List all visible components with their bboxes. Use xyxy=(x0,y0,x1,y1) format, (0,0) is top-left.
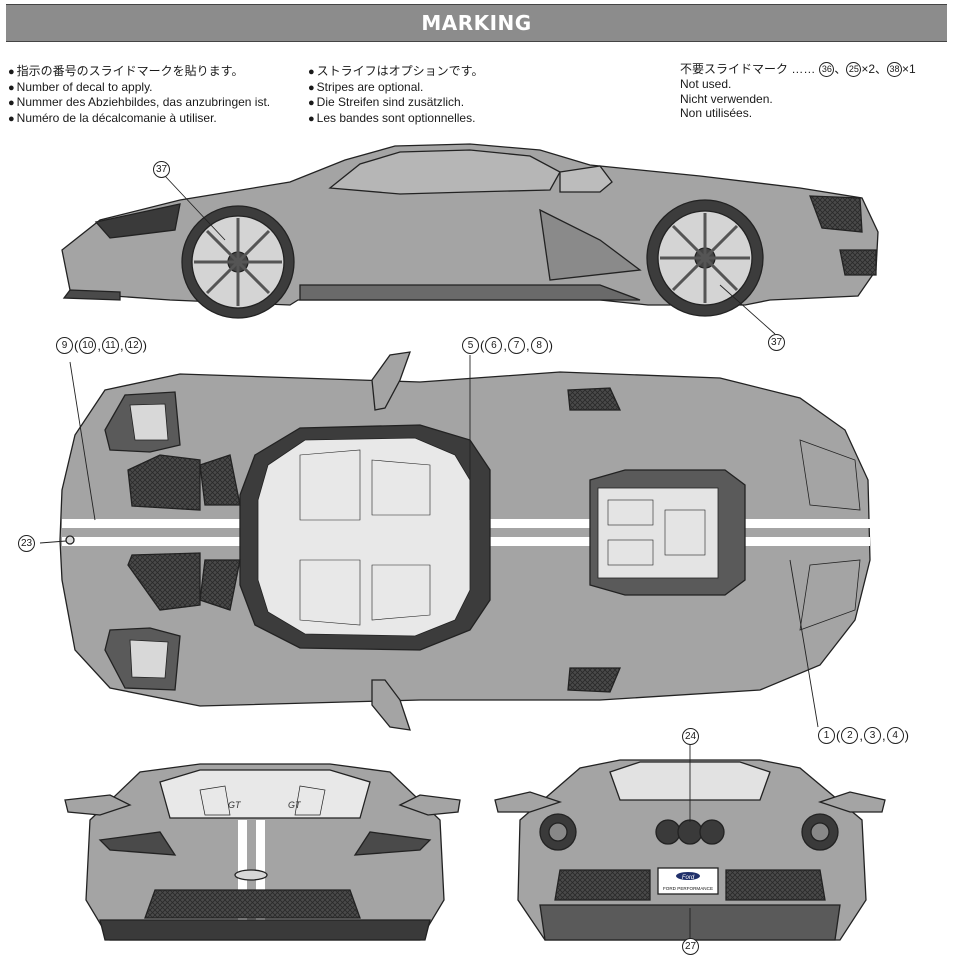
decal-number-badge: 6 xyxy=(485,337,503,354)
stripe-note-jp: ストライフはオプションです。 xyxy=(308,64,484,80)
page-title: MARKING xyxy=(421,11,532,35)
marking-header-bar: MARKING xyxy=(6,4,947,42)
side-rocker xyxy=(299,284,641,301)
decal-number-badge: 25 xyxy=(846,62,862,77)
rear-mirror-right xyxy=(817,791,886,813)
top-mirror-lower xyxy=(371,679,411,731)
decal-number-badge: 12 xyxy=(124,337,142,354)
callout-rear-upper: 24 xyxy=(682,728,699,745)
side-window xyxy=(328,149,561,195)
instruction-jp: 指示の番号のスライドマークを貼ります。 xyxy=(8,64,270,80)
decal-number-badge: 3 xyxy=(863,727,881,744)
callout-top-stripe: 5 ( 6 , 7 , 8 ) xyxy=(462,337,554,354)
decal-number-badge: 23 xyxy=(18,535,35,552)
top-badge-dot xyxy=(65,535,75,545)
instruction-fr: Numéro de la décalcomanie à utiliser. xyxy=(8,111,270,127)
unused-suffix: 、 xyxy=(834,62,847,77)
seat-logo-right: GT xyxy=(288,800,302,810)
unused-note-de: Nicht verwenden. xyxy=(680,91,773,106)
front-windshield xyxy=(159,769,371,819)
decal-number-badge: 36 xyxy=(819,62,835,77)
front-stripe-left xyxy=(238,820,247,940)
decal-number-badge: 37 xyxy=(768,334,785,351)
rear-exhaust-center xyxy=(677,819,703,845)
decal-number-badge: 4 xyxy=(886,727,904,744)
front-ford-badge xyxy=(234,869,268,881)
unused-decal-list: 不要スライドマーク …… 36 、 25 ×2、 38 ×1 xyxy=(680,62,916,77)
callout-rear-lower: 27 xyxy=(682,938,699,955)
decal-number-badge: 10 xyxy=(79,337,97,354)
callout-top-badge: 23 xyxy=(18,535,35,552)
top-view xyxy=(59,351,871,731)
rear-exhaust-left xyxy=(655,819,681,845)
decal-instructions: 指示の番号のスライドマークを貼ります。 Number of decal to a… xyxy=(8,64,270,126)
front-mirror-left xyxy=(64,794,132,816)
decal-number-badge: 7 xyxy=(507,337,525,354)
decal-number-badge: 1 xyxy=(818,727,835,744)
stripe-note-fr: Les bandes sont optionnelles. xyxy=(308,111,483,127)
front-stripe-right xyxy=(256,820,265,940)
callout-side-front-wheel: 37 xyxy=(153,161,170,178)
side-view xyxy=(61,143,879,319)
unused-suffix: ×1 xyxy=(902,62,916,77)
decal-number-badge: 37 xyxy=(153,161,170,178)
decal-number-badge: 2 xyxy=(841,727,859,744)
callout-side-rear-wheel: 37 xyxy=(768,334,785,351)
instruction-de: Nummer des Abziehbildes, das anzubringen… xyxy=(8,95,270,111)
front-view xyxy=(64,763,461,941)
top-mesh-inlet xyxy=(127,454,201,511)
decal-number-badge: 38 xyxy=(887,62,903,77)
unused-decals: 不要スライドマーク …… 36 、 25 ×2、 38 ×1 Not used.… xyxy=(680,62,916,121)
unused-note-en: Not used. xyxy=(680,77,732,91)
seat-logo-left: GT xyxy=(228,800,242,810)
unused-note-fr: Non utilisées. xyxy=(680,106,753,120)
decal-number-badge: 8 xyxy=(530,337,548,354)
callout-top-rear: 1 ( 2 , 3 , 4 ) xyxy=(818,727,910,744)
front-headlight-right xyxy=(353,831,432,856)
stripe-instructions: ストライフはオプションです。 Stripes are optional. Die… xyxy=(308,64,484,127)
decal-number-badge: 5 xyxy=(462,337,479,354)
stripe-note-en: Stripes are optional. xyxy=(308,80,483,96)
rear-mirror-left xyxy=(494,791,563,813)
rear-ford-badge-text: Ford xyxy=(682,875,695,881)
decal-number-badge: 9 xyxy=(56,337,73,354)
front-grille xyxy=(144,889,361,919)
rear-diffuser xyxy=(554,869,826,901)
front-mirror-right xyxy=(398,794,461,816)
side-air-inlet xyxy=(539,208,642,281)
decal-number-badge: 24 xyxy=(682,728,699,745)
top-mirror-upper xyxy=(371,351,411,411)
callout-top-nose: 9 ( 10 , 11 , 12 ) xyxy=(56,337,148,354)
decal-number-badge: 27 xyxy=(682,938,699,955)
instruction-en: Number of decal to apply. xyxy=(8,80,270,96)
rear-exhaust-right xyxy=(699,819,725,845)
unused-label-jp: 不要スライドマーク …… xyxy=(680,62,816,77)
unused-suffix: ×2、 xyxy=(861,62,888,77)
front-headlight-left xyxy=(98,831,177,856)
decal-number-badge: 11 xyxy=(101,337,119,354)
stripe-note-de: Die Streifen sind zusätzlich. xyxy=(308,95,483,111)
rear-performance-text: FORD PERFORMANCE xyxy=(663,886,713,891)
